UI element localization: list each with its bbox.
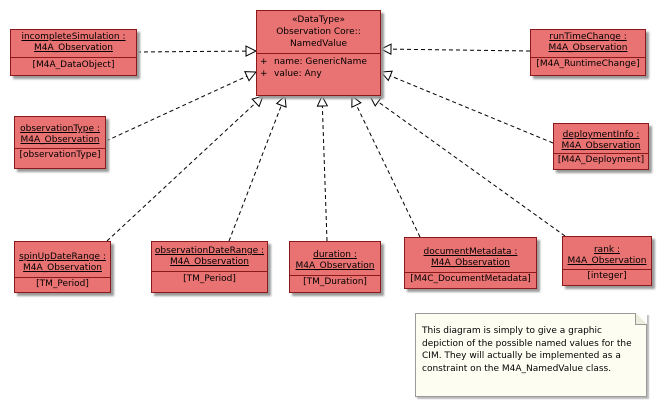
diagram-note[interactable]: This diagram is simply to give a graphic…	[415, 313, 647, 397]
instance-observationType[interactable]: observationType : M4A_Observation [obser…	[14, 116, 106, 169]
class-name-line2: NamedValue	[290, 39, 347, 49]
instance-name: runTimeChange :	[549, 32, 627, 42]
instance-type: [M4C_DocumentMetadata]	[410, 274, 531, 284]
instance-deploymentInfo[interactable]: deploymentInfo : M4A_Observation [M4A_De…	[553, 123, 649, 170]
instance-classifier: M4A_Observation	[34, 43, 113, 53]
instance-type: [M4A_DataObject]	[32, 60, 115, 70]
edge-incompleteSimulation	[136, 51, 256, 52]
class-name-line1: Observation Core::	[276, 27, 361, 37]
instance-classifier: M4A_Observation	[567, 256, 647, 266]
note-text: This diagram is simply to give a graphic…	[422, 326, 632, 374]
edge-observationType	[105, 72, 256, 142]
instance-type: [integer]	[587, 271, 627, 281]
namedvalue-header: «DataType» Observation Core:: NamedValue	[257, 11, 380, 50]
edge-deploymentInfo	[381, 72, 554, 144]
edge-duration	[322, 96, 327, 242]
instance-name: duration :	[313, 250, 357, 260]
instance-name: observationDateRange :	[154, 246, 265, 256]
instance-classifier: M4A_Observation	[170, 257, 249, 267]
instance-type: [TM_Duration]	[303, 277, 367, 287]
instance-name: observationType :	[20, 124, 100, 134]
instance-rank[interactable]: rank : M4A_Observation [integer]	[562, 236, 652, 286]
instance-name: rank :	[593, 245, 621, 255]
instance-type: [M4A_Deployment]	[557, 155, 645, 165]
instance-classifier: M4A_Observation	[561, 141, 641, 151]
stereotype-label: «DataType»	[291, 15, 345, 25]
instance-runTimeChange[interactable]: runTimeChange : M4A_Observation [M4A_Run…	[530, 29, 646, 76]
instance-duration[interactable]: duration : M4A_Observation [TM_Duration]	[289, 241, 381, 293]
edge-documentMetadata	[352, 96, 421, 238]
edge-rank	[370, 96, 566, 237]
instance-type: [observationType]	[19, 150, 101, 160]
instance-type: [M4A_RuntimeChange]	[536, 59, 640, 69]
attribute-name[interactable]: +name: GenericName	[260, 57, 367, 67]
instance-name: incompleteSimulation :	[21, 32, 126, 42]
instance-type: [TM_Period]	[36, 279, 89, 289]
instance-name: spinUpDateRange :	[19, 252, 106, 262]
note-fold-corner	[635, 313, 647, 325]
instance-classifier: M4A_Observation	[295, 261, 375, 271]
namedvalue-class[interactable]: «DataType» Observation Core:: NamedValue…	[256, 10, 381, 96]
instance-name: deploymentInfo :	[562, 130, 640, 140]
edge-observationDateRange	[228, 96, 285, 242]
instance-classifier: M4A_Observation	[23, 263, 102, 273]
edge-runTimeChange	[381, 49, 531, 51]
edge-spinUpDateRange	[106, 96, 263, 242]
instance-spinUpDateRange[interactable]: spinUpDateRange : M4A_Observation [TM_Pe…	[14, 241, 111, 293]
instance-observationDateRange[interactable]: observationDateRange : M4A_Observation […	[151, 241, 268, 293]
instance-classifier: M4A_Observation	[431, 258, 510, 268]
instance-name: documentMetadata :	[423, 247, 518, 257]
instance-documentMetadata[interactable]: documentMetadata : M4A_Observation [M4C_…	[404, 237, 537, 289]
attribute-list: +name: GenericName +value: Any	[257, 54, 380, 82]
instance-classifier: M4A_Observation	[20, 135, 100, 145]
instance-incompleteSimulation[interactable]: incompleteSimulation : M4A_Observation […	[10, 29, 137, 76]
instance-type: [TM_Period]	[183, 274, 236, 284]
attribute-value[interactable]: +value: Any	[260, 69, 322, 79]
instance-classifier: M4A_Observation	[548, 43, 628, 53]
